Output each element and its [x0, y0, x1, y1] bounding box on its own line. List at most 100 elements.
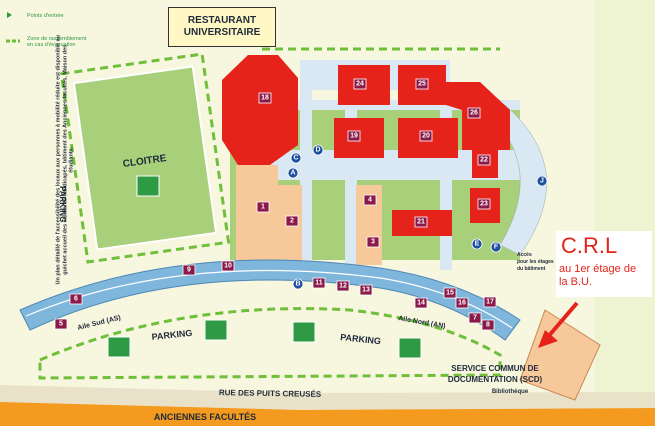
building-badge-3: 3	[366, 236, 380, 248]
wing-badge-14: 14	[414, 297, 428, 309]
building-number-18: 18	[261, 95, 269, 102]
wing-number-5: 5	[59, 321, 63, 328]
wing-badge-10: 10	[221, 260, 235, 272]
building-badge-25: 25	[415, 78, 429, 90]
wing-number-14: 14	[417, 300, 425, 307]
access-badge-e: E	[471, 238, 483, 250]
building-number-2: 2	[290, 218, 294, 225]
cloitre-assembly-zone	[59, 52, 231, 264]
legend-assembly-line1: Zone de rassemblement	[27, 36, 87, 42]
building-18-block	[222, 55, 298, 165]
wing-badge-8: 8	[481, 319, 495, 331]
legend-assembly-line2: en cas d'évacuation	[27, 42, 75, 48]
building-number-3: 3	[371, 239, 375, 246]
access-number-b: B	[295, 281, 300, 288]
building-badge-24: 24	[353, 78, 367, 90]
access-number-a: A	[290, 170, 295, 177]
wing-badge-16: 16	[455, 297, 469, 309]
cloitre-tree	[136, 175, 160, 197]
building-number-22: 22	[480, 157, 488, 164]
crl-title: C.R.L	[561, 233, 618, 258]
rue-road	[0, 385, 655, 410]
access-number-e: E	[475, 241, 480, 248]
wing-badge-15: 15	[443, 287, 457, 299]
main-wing	[19, 259, 521, 341]
building-number-4: 4	[368, 197, 372, 204]
access-badge-j: J	[536, 175, 548, 187]
anciennes-facultes-area	[0, 402, 655, 426]
legend-entry-points: Points d'entrée	[27, 13, 64, 19]
access-number-d: D	[315, 147, 320, 154]
accessibility-note: Un plan détaillé de l'accessibilité des …	[55, 35, 75, 285]
building-badge-1: 1	[256, 201, 270, 213]
east-curved-building	[489, 104, 547, 256]
restaurant-line2: UNIVERSITAIRE	[183, 27, 261, 38]
restaurant-universitaire-box: RESTAURANT UNIVERSITAIRE	[168, 7, 276, 47]
acces-line3: du bâtiment	[517, 266, 546, 272]
wing-number-16: 16	[458, 300, 466, 307]
crl-arrow-shaft	[545, 301, 579, 340]
access-number-c: C	[293, 155, 298, 162]
building-badge-20: 20	[419, 130, 433, 142]
access-number-f: F	[494, 244, 499, 251]
wing-badge-9: 9	[182, 264, 196, 276]
building-number-20: 20	[422, 133, 430, 140]
building-number-24: 24	[356, 81, 364, 88]
access-number-j: J	[540, 178, 544, 185]
building-badge-18: 18	[258, 92, 272, 104]
scd-line1: SERVICE COMMUN DE	[451, 364, 539, 373]
access-badge-b: B	[292, 278, 304, 290]
wing-badge-5: 5	[54, 318, 68, 330]
building-number-21: 21	[417, 219, 425, 226]
parking-tree-4	[398, 337, 422, 359]
wing-number-6: 6	[74, 296, 78, 303]
acces-line2: pour les étages	[517, 259, 554, 265]
building-1-block	[236, 165, 278, 260]
wing-badge-6: 6	[69, 293, 83, 305]
building-number-1: 1	[261, 204, 265, 211]
wing-number-12: 12	[339, 283, 347, 290]
restaurant-line1: RESTAURANT	[187, 15, 257, 26]
parking-tree-1	[107, 336, 131, 358]
building-number-23: 23	[480, 201, 488, 208]
parking-tree-3	[292, 321, 316, 343]
crl-arrow-head	[538, 330, 558, 348]
building-badge-23: 23	[477, 198, 491, 210]
parking-left-label: PARKING	[58, 186, 67, 222]
wing-number-11: 11	[315, 280, 323, 287]
building-number-25: 25	[418, 81, 426, 88]
building-badge-21: 21	[414, 216, 428, 228]
building-badge-4: 4	[363, 194, 377, 206]
entry-point-icon	[7, 12, 12, 18]
anciennes-facultes-label: ANCIENNES FACULTÉS	[154, 412, 256, 422]
wing-number-9: 9	[187, 267, 191, 274]
building-badge-19: 19	[347, 130, 361, 142]
cloitre-garden	[72, 65, 218, 251]
acces-line1: Accès	[517, 252, 532, 258]
wing-number-8: 8	[486, 322, 490, 329]
crl-subtitle: au 1er étage de la B.U.	[559, 263, 636, 289]
wing-number-13: 13	[362, 287, 370, 294]
crl-annotation-box	[556, 231, 652, 297]
building-badge-2: 2	[285, 215, 299, 227]
scd-line2: DOCUMENTATION (SCD)	[448, 375, 543, 384]
building-badge-22: 22	[477, 154, 491, 166]
wing-badge-7: 7	[468, 312, 482, 324]
wing-number-17: 17	[486, 299, 494, 306]
wing-number-15: 15	[446, 290, 454, 297]
rue-label: RUE DES PUITS CREUSÉS	[219, 388, 322, 399]
access-badge-c: C	[290, 152, 302, 164]
scd-building	[519, 309, 601, 401]
access-badge-d: D	[312, 144, 324, 156]
crl-line1: au 1er étage de	[559, 263, 637, 275]
wing-badge-13: 13	[359, 284, 373, 296]
parking-tree-2	[204, 319, 228, 341]
building-number-19: 19	[350, 133, 358, 140]
parking-assembly-zone	[38, 307, 502, 380]
parking-label-1: PARKING	[151, 328, 193, 342]
wing-number-10: 10	[224, 263, 232, 270]
wing-badge-12: 12	[336, 280, 350, 292]
wing-badge-17: 17	[483, 296, 497, 308]
